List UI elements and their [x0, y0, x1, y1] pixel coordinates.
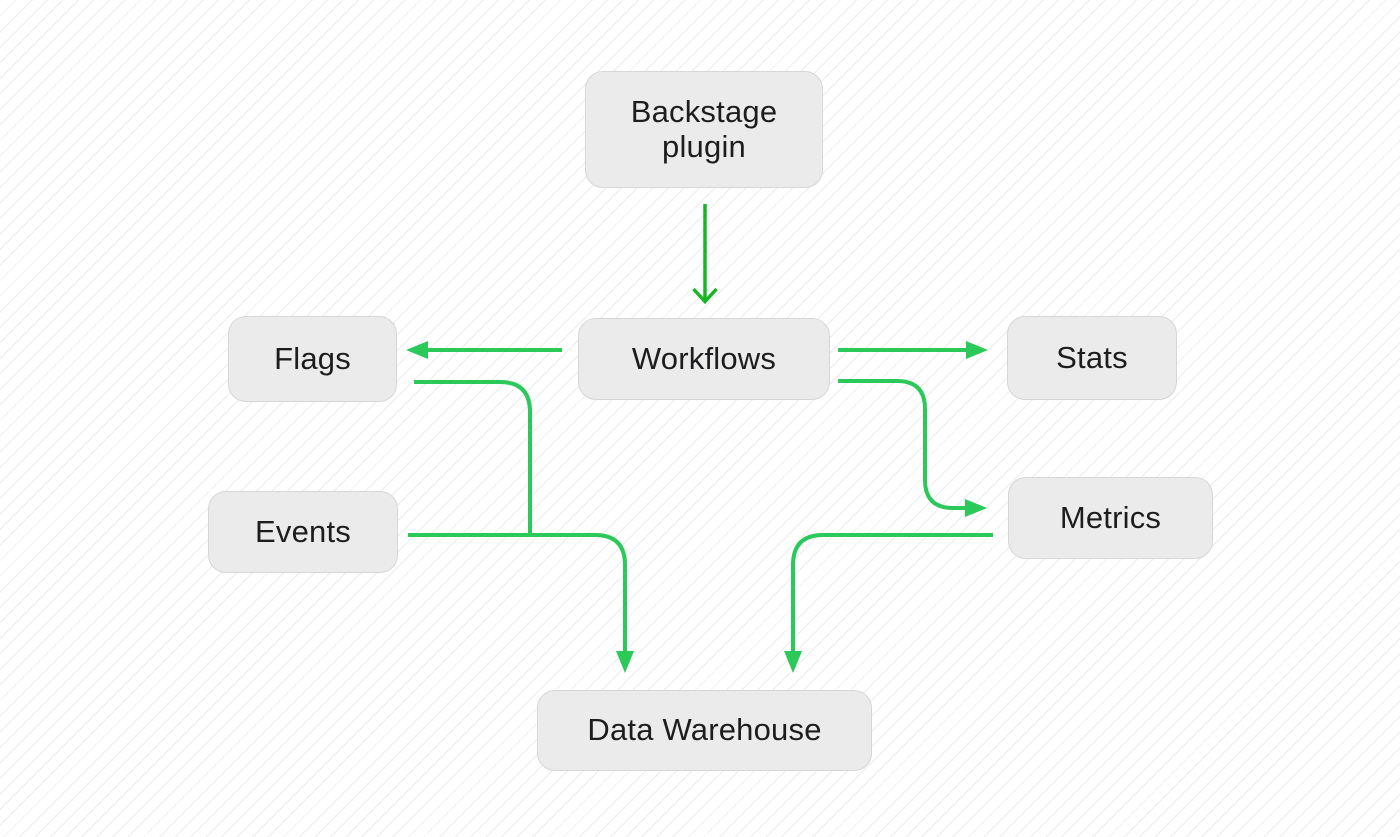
edge-flags-to-merge [414, 380, 532, 537]
node-metrics: Metrics [1008, 477, 1213, 559]
node-label: Stats [1056, 339, 1128, 375]
right-arrowhead-icon [966, 341, 988, 359]
chevron-down-arrowhead-icon [692, 287, 718, 305]
edge-backstage-plugin-to-workflows [692, 204, 718, 305]
node-events: Events [208, 491, 398, 573]
node-label: Backstage plugin [630, 94, 778, 164]
edge-events-to-data-warehouse [408, 533, 634, 673]
node-label: Data Warehouse [587, 712, 822, 748]
edge-workflows-to-stats [838, 341, 988, 359]
left-arrowhead-icon [406, 341, 428, 359]
edge-metrics-to-data-warehouse [784, 533, 993, 673]
node-backstage-plugin: Backstage plugin [585, 71, 823, 188]
edge-workflows-to-metrics [838, 379, 987, 517]
node-data-warehouse: Data Warehouse [537, 690, 872, 771]
down-arrowhead-icon [784, 651, 802, 673]
edge-workflows-to-flags [406, 341, 562, 359]
node-stats: Stats [1007, 316, 1177, 400]
node-label: Metrics [1059, 499, 1162, 535]
node-label: Workflows [631, 340, 777, 376]
node-label: Flags [274, 340, 351, 376]
node-flags: Flags [228, 316, 397, 402]
node-workflows: Workflows [578, 318, 830, 400]
node-label: Events [255, 513, 351, 549]
down-arrowhead-icon [616, 651, 634, 673]
right-arrowhead-icon [965, 499, 987, 517]
